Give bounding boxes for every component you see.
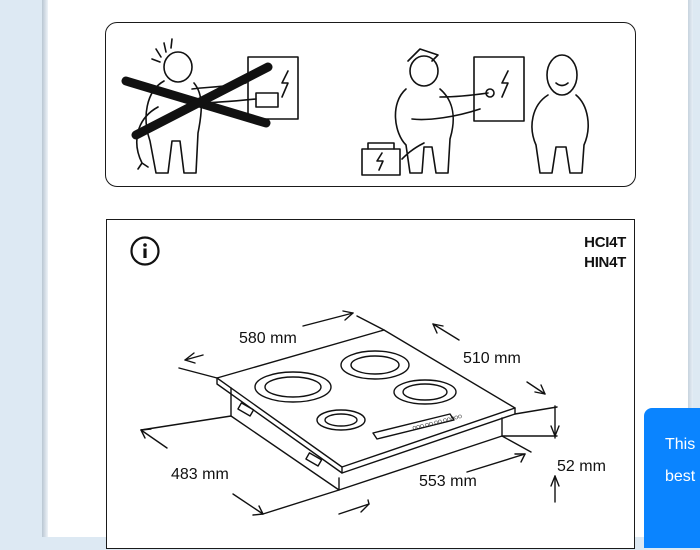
model-codes: HCI4T HIN4T (584, 233, 626, 273)
person-touching-wiring-crossed-out-icon (121, 38, 299, 174)
control-strip (372, 413, 455, 440)
cutout-width-dimension: 553 mm (419, 473, 477, 490)
info-icon (130, 236, 160, 266)
cookie-banner-text: best (665, 468, 696, 485)
dimension-spec-panel: HCI4T HIN4T (106, 219, 635, 549)
cutout-depth-dimension: 483 mm (171, 466, 229, 483)
cookie-banner[interactable]: This best (644, 408, 700, 548)
hob-dimension-drawing: OOO OO OO OOOOO (140, 310, 560, 516)
page-shadow-right (688, 0, 693, 537)
electrical-warning-panel (105, 22, 636, 187)
model-code: HCI4T (584, 234, 626, 251)
electrician-installing-icon (361, 48, 589, 176)
width-top-dimension: 580 mm (239, 330, 297, 347)
page-shadow-left (42, 0, 48, 537)
cooking-zones (254, 350, 457, 431)
model-code: HIN4T (584, 254, 626, 271)
depth-top-dimension: 510 mm (463, 350, 521, 367)
height-dimension: 52 mm (557, 458, 606, 475)
cookie-banner-text: This (665, 436, 696, 453)
warning-illustrations (121, 38, 589, 176)
